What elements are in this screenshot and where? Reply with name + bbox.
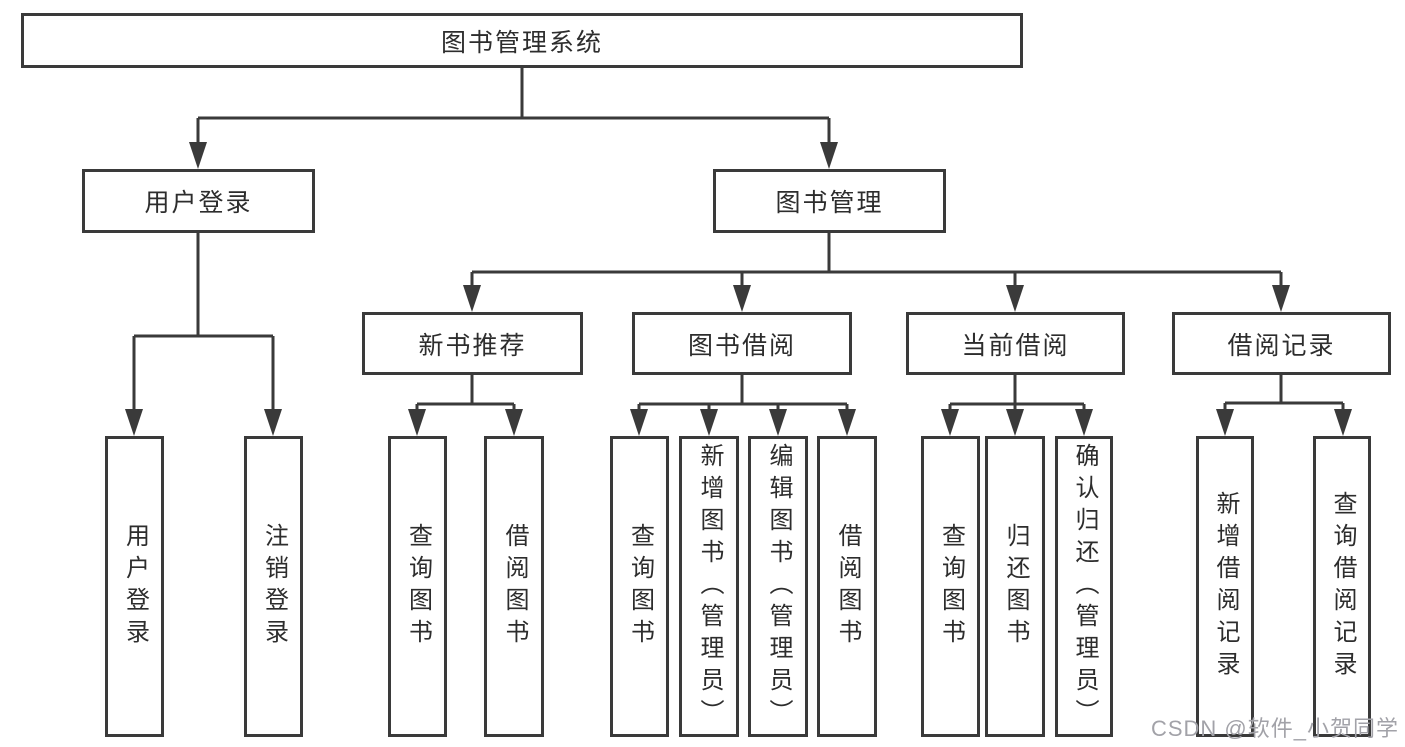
node-root-system: 图书管理系统: [21, 13, 1023, 68]
node-book-management: 图书管理: [713, 169, 946, 233]
leaf-borrowing-borrow-books: 借阅图书: [817, 436, 877, 737]
node-book-borrowing: 图书借阅: [632, 312, 852, 375]
leaf-recommend-borrow-books: 借阅图书: [484, 436, 544, 737]
node-user-login: 用户登录: [82, 169, 315, 233]
leaf-borrowing-edit-books-admin: 编辑图书（管理员）: [748, 436, 808, 737]
leaf-record-add-borrow-record: 新增借阅记录: [1196, 436, 1254, 737]
leaf-logout: 注销登录: [244, 436, 303, 737]
leaf-recommend-query-books: 查询图书: [388, 436, 447, 737]
node-current-borrowing: 当前借阅: [906, 312, 1125, 375]
node-borrow-records: 借阅记录: [1172, 312, 1391, 375]
leaf-record-query-borrow-record: 查询借阅记录: [1313, 436, 1371, 737]
leaf-current-query-books: 查询图书: [921, 436, 980, 737]
leaf-borrowing-add-books-admin: 新增图书（管理员）: [679, 436, 739, 737]
arrowheads: [125, 142, 1352, 436]
leaf-user-login: 用户登录: [105, 436, 164, 737]
leaf-borrowing-query-books: 查询图书: [610, 436, 669, 737]
node-new-book-recommend: 新书推荐: [362, 312, 583, 375]
leaf-current-confirm-return-admin: 确认归还（管理员）: [1055, 436, 1113, 737]
leaf-current-return-books: 归还图书: [985, 436, 1045, 737]
